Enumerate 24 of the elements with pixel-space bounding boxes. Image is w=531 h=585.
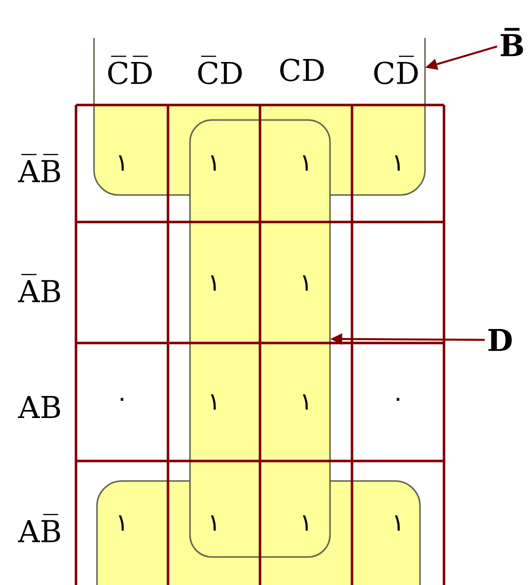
column-label: CD̅ — [374, 56, 418, 84]
cell-value: ١ — [118, 155, 124, 171]
cell-value: ١ — [394, 155, 400, 171]
row-label: AB̅ — [18, 514, 60, 542]
cell-value: ١ — [210, 394, 216, 410]
column-label: CD — [280, 58, 324, 82]
cell-value: ١ — [302, 394, 308, 410]
cell-value: ١ — [394, 515, 400, 531]
cell-value: ١ — [118, 515, 124, 531]
callout-letter: D — [488, 329, 512, 351]
cell-value: ٠ — [120, 398, 124, 401]
column-label: C̅D̅ — [108, 56, 152, 84]
row-label: AB — [18, 396, 60, 418]
row-label: A̅B — [18, 274, 60, 302]
cell-value: ١ — [302, 515, 308, 531]
cell-value: ١ — [302, 155, 308, 171]
cell-value: ١ — [210, 515, 216, 531]
cell-value: ١ — [302, 275, 308, 291]
cell-value: ١ — [210, 155, 216, 171]
column-label: C̅D — [198, 56, 242, 84]
row-label: A̅B̅ — [18, 154, 60, 182]
callout-letter: B̅ — [500, 28, 524, 56]
cell-value: ١ — [210, 275, 216, 291]
cell-value: ٠ — [396, 398, 400, 401]
